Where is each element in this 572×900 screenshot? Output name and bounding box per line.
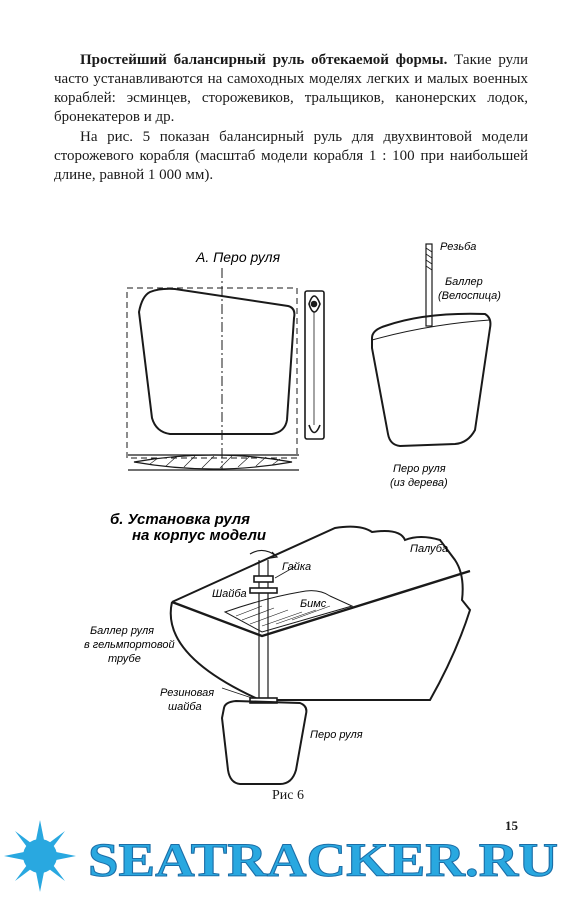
paragraph-2: На рис. 5 показан балансирный руль для д…	[54, 129, 528, 183]
side-hole	[310, 300, 318, 308]
label-blade-wood-1: Перо руля	[393, 463, 446, 475]
section-b-title-2: на корпус модели	[132, 527, 266, 544]
blade-profile	[133, 454, 293, 470]
rudder-stock	[425, 243, 433, 327]
blade-front-view	[137, 287, 296, 435]
leader-nut	[274, 565, 297, 579]
blade-installed	[220, 699, 308, 785]
article-heading: Простейший балансирный руль обтекаемой ф…	[80, 52, 448, 68]
label-blade: Перо руля	[310, 729, 363, 741]
article-text: Простейший балансирный руль обтекаемой ф…	[54, 50, 528, 185]
beam-cutout	[223, 590, 354, 633]
label-rubber-1: Резиновая	[160, 687, 214, 699]
beam-hatch	[235, 605, 331, 627]
side-top-profile	[308, 295, 321, 313]
sun-logo-icon	[4, 820, 76, 892]
nut	[253, 575, 274, 583]
label-stock-tube-3: трубе	[108, 653, 141, 665]
paragraph-1-body: Такие рули часто устанавливаются на само…	[54, 52, 529, 125]
label-washer: Шайба	[212, 588, 247, 600]
blade-3d	[371, 312, 492, 448]
hull-outline	[171, 525, 472, 701]
label-stock-tube-2: в гельмпортовой	[84, 639, 175, 651]
watermark: SEATRACKER.RU	[4, 820, 559, 892]
label-stock-tube-1: Баллер руля	[90, 625, 154, 637]
figure-caption: Рис 6	[272, 788, 304, 803]
paragraph-1: Простейший балансирный руль обтекаемой ф…	[54, 51, 528, 127]
label-stock-1: Баллер	[445, 276, 483, 288]
leader-rubber	[221, 687, 253, 699]
label-blade-wood-2: (из дерева)	[390, 477, 448, 489]
side-bottom-curve	[308, 424, 321, 434]
hull-bow-curve	[169, 601, 261, 701]
blade-3d-top-edge	[371, 319, 491, 341]
section-a-title: А. Перо руля	[195, 249, 281, 265]
rotation-arrow-head	[269, 551, 279, 559]
label-beam: Бимс	[300, 598, 327, 610]
rotation-arrow	[249, 549, 277, 557]
label-thread: Резьба	[440, 241, 476, 253]
label-deck: Палуба	[410, 543, 448, 555]
blade-side-view	[304, 290, 325, 440]
label-nut: Гайка	[282, 561, 311, 573]
watermark-text: SEATRACKER.RU	[88, 834, 558, 887]
deck-edge	[171, 569, 471, 638]
label-rubber-2: шайба	[168, 701, 202, 713]
construction-box	[126, 287, 298, 459]
profile-hatch	[149, 455, 281, 469]
label-stock-2: (Велоспица)	[438, 290, 501, 302]
page-number: 15	[505, 818, 518, 833]
washer	[249, 587, 278, 594]
section-b-title-1: б. Установка руля	[110, 511, 250, 528]
stock-thread	[425, 247, 433, 271]
